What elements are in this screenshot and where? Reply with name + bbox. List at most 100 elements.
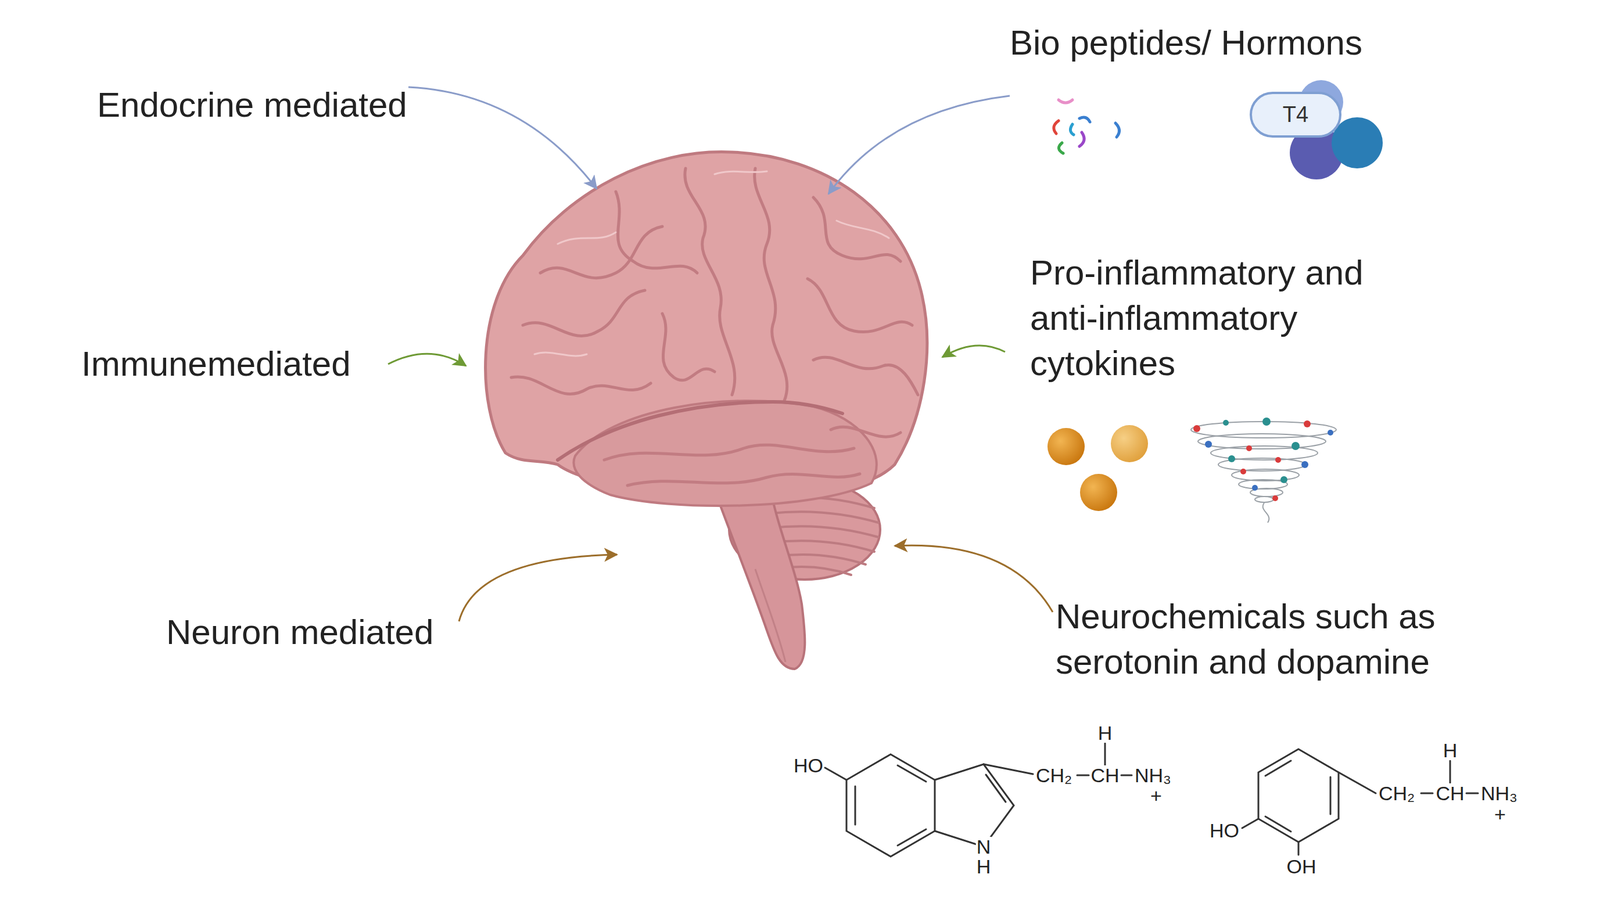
atom-label: H — [1097, 723, 1114, 744]
serotonin-structure-part — [897, 765, 927, 782]
brain-highlights-part — [836, 220, 889, 239]
pathway-label: Neuron mediated — [166, 615, 434, 651]
cytokine-storm-icon-part — [1280, 476, 1288, 484]
serotonin-structure — [824, 743, 1132, 857]
atom-label: CH₂ — [1378, 783, 1416, 804]
cytokine-storm-icon-part — [1275, 457, 1282, 464]
serotonin-structure-part — [1077, 775, 1089, 777]
gyri-part — [813, 357, 918, 396]
serotonin-structure-part — [1121, 775, 1132, 777]
atom-label: H — [1442, 740, 1459, 761]
dopamine-structure-part — [1449, 761, 1452, 784]
atom-label: N — [976, 837, 992, 857]
gyri-part — [540, 226, 663, 279]
serotonin-structure-part — [846, 754, 935, 857]
hormone-name: T4 — [1282, 102, 1309, 128]
brain-highlights-part — [557, 232, 616, 245]
charge-label: + — [1149, 786, 1163, 806]
cytokine-storm-icon-part — [1301, 461, 1309, 469]
cytokine-storm-icon-part — [1291, 442, 1300, 451]
brain-highlights-part — [714, 171, 767, 175]
pathway-label: Immunemediated — [81, 346, 351, 382]
cytokine-storm-icon-part — [1272, 495, 1279, 502]
gyri-part — [830, 427, 901, 437]
gyri-part — [807, 278, 913, 333]
immune-arrow — [388, 353, 466, 367]
cytokine-icon-part — [1080, 474, 1118, 512]
dopamine-structure-part — [1242, 819, 1259, 829]
pathway-label: Pro-inflammatory and anti-inflammatory c… — [1030, 250, 1437, 387]
cytokine-storm-icon-part — [1327, 429, 1334, 436]
hormone-pill: T4 — [1249, 91, 1342, 138]
neurochemical-arrow — [894, 545, 1053, 613]
peptide-icon-part — [1058, 99, 1073, 103]
atom-label: NH₃ — [1480, 783, 1519, 804]
atom-label: OH — [1286, 856, 1318, 877]
gyri-part — [522, 290, 645, 337]
cytokine-storm-icon-part-part — [1231, 469, 1300, 482]
atom-label: HO — [1209, 820, 1240, 841]
cytokine-icon-part — [1110, 425, 1149, 463]
endocrine-arrow — [408, 87, 597, 189]
peptide-icon-part — [1053, 120, 1059, 134]
serotonin-structure-part — [897, 829, 927, 846]
cytokine-storm-icon-part-part — [1238, 479, 1288, 490]
cytokine-icon — [1047, 425, 1149, 512]
cytokine-storm-icon-part — [1190, 421, 1337, 523]
pathway-label: Neurochemicals such as serotonin and dop… — [1055, 594, 1486, 685]
cytokine-storm-icon-part — [1193, 425, 1201, 433]
cytokine-storm-icon-part — [1303, 420, 1311, 428]
gyri-part — [662, 313, 715, 381]
dopamine-structure-part — [1265, 761, 1291, 777]
cytokine-storm-icon-part — [1222, 420, 1229, 426]
serotonin-structure-part — [824, 768, 847, 781]
atom-label: CH — [1089, 765, 1120, 786]
gyri-part — [684, 168, 735, 396]
serotonin-structure-part — [854, 786, 857, 825]
cytokine-storm-icon-part — [1204, 440, 1212, 448]
cytokine-icon-part — [1047, 428, 1085, 466]
gyri-part — [813, 197, 901, 262]
pathway-label: Endocrine mediated — [97, 87, 408, 123]
atom-label: CH — [1435, 783, 1465, 804]
lateral-sulcus — [557, 402, 843, 461]
cytokine-storm-icon-part — [1251, 485, 1258, 491]
cytokine-storm-icon-part — [1262, 417, 1271, 426]
gyri-part — [604, 445, 855, 461]
atom-label: HO — [793, 755, 824, 776]
brain-highlights-part — [534, 352, 587, 357]
cytokine-storm-icon — [1190, 417, 1337, 523]
cytokine-storm-icon-part-part — [1254, 496, 1274, 503]
peptide-icon-part — [1079, 117, 1090, 123]
cytokine-storm-icon-part — [1240, 468, 1247, 475]
peptide-icon — [1053, 99, 1120, 154]
charge-label: + — [1493, 804, 1507, 825]
peptide-icon-part — [1079, 132, 1085, 147]
serotonin-structure-part — [1104, 743, 1107, 766]
dopamine-structure-part — [1421, 793, 1433, 795]
temporal-lobe — [574, 400, 877, 507]
gyri-part — [615, 191, 698, 274]
brain-illustration — [485, 152, 928, 670]
gyri-part — [511, 377, 651, 395]
cytokine-storm-icon-part-part — [1263, 503, 1270, 523]
dopamine-structure-part — [1297, 842, 1300, 856]
peptide-icon-part — [1115, 123, 1120, 138]
peptide-icon-part — [1070, 124, 1074, 135]
pathway-arrows — [388, 87, 1053, 622]
cytokine-storm-icon-part — [1246, 445, 1252, 452]
hormone-protein-icon-part — [1331, 117, 1383, 169]
dopamine-structure-part — [1258, 749, 1339, 843]
dopamine-structure-part — [1265, 816, 1291, 832]
dopamine-structure — [1242, 749, 1478, 856]
atom-label: H — [976, 856, 992, 877]
cytokine-storm-icon-part — [1228, 455, 1236, 463]
dopamine-structure-part — [1466, 793, 1478, 795]
dopamine-structure-part — [1338, 772, 1376, 794]
hormone-arrow — [828, 95, 1010, 195]
serotonin-structure-part — [934, 764, 1014, 848]
pathway-label: Bio peptides/ Hormons — [1009, 25, 1363, 61]
atom-label: CH₂ — [1035, 765, 1073, 786]
gyri-part — [627, 474, 860, 486]
